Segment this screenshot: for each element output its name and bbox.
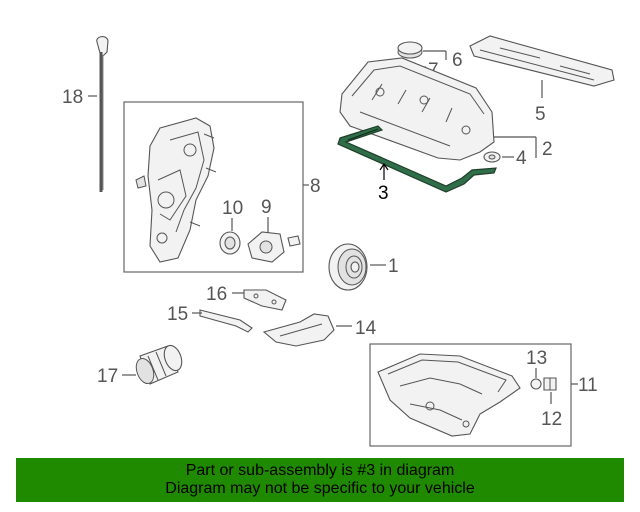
parts-diagram: 18 8 10 9 1 6 7: [62, 35, 615, 447]
callout-3: 3: [378, 183, 389, 204]
callout-11: 11: [578, 375, 598, 396]
bracket-part-16: [243, 289, 287, 311]
callout-12: 12: [541, 409, 562, 430]
oil-pan: [377, 353, 521, 437]
callout-18: 18: [62, 87, 83, 108]
callout-13: 13: [526, 348, 547, 369]
oil-filter-part-17: [135, 344, 183, 385]
timing-chain-cover: [147, 117, 217, 263]
callout-17: 17: [97, 366, 118, 387]
group-box-8: [123, 101, 304, 273]
callout-5: 5: [535, 104, 546, 125]
info-banner: Part or sub-assembly is #3 in diagram Di…: [16, 458, 624, 502]
baffle-part-15: [199, 309, 253, 333]
oil-cap-part-6: [397, 41, 423, 59]
grommet-part-4: [483, 151, 501, 163]
cover-gasket-piece: [135, 175, 147, 189]
group-box-11: [369, 343, 572, 447]
bracket-part-9: [247, 231, 301, 263]
callout-2: 2: [542, 139, 553, 160]
crank-pulley-part-1: [328, 243, 368, 291]
banner-line-1: Part or sub-assembly is #3 in diagram: [185, 462, 455, 479]
banner-line-2: Diagram may not be specific to your vehi…: [165, 480, 475, 497]
dipstick-part-18: [96, 36, 109, 192]
callout-6: 6: [452, 50, 463, 71]
valve-cover-gasket-part-3: [337, 125, 497, 193]
callout-14: 14: [355, 318, 377, 339]
callout-15: 15: [167, 304, 188, 325]
washer-part-13: [530, 378, 542, 390]
callout-4: 4: [516, 148, 527, 169]
callout-8: 8: [310, 176, 321, 197]
cover-plate-part-14: [262, 313, 335, 347]
callout-10: 10: [222, 198, 243, 219]
valve-cover-part-2: [339, 57, 495, 161]
callout-9: 9: [261, 197, 272, 218]
callout-16: 16: [206, 284, 227, 305]
oil-seal-part-10: [219, 231, 241, 255]
leader-3-arrow: [379, 162, 389, 171]
drain-bolt-part-12: [543, 377, 557, 391]
engine-cover-part-5: [469, 35, 615, 87]
callout-1: 1: [388, 256, 399, 277]
